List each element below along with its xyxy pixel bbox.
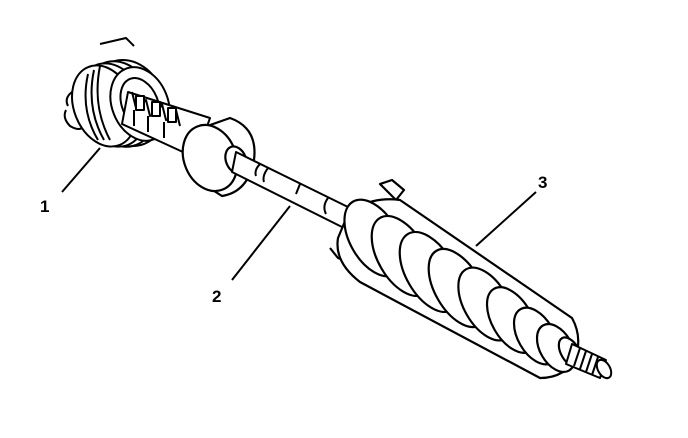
callout-3: 3 (538, 173, 547, 192)
leader-line-1 (61, 147, 101, 193)
callout-1: 1 (40, 197, 49, 216)
inner-tie-rod (231, 151, 351, 229)
boot-bellows (329, 178, 583, 380)
callout-2: 2 (212, 287, 221, 306)
leader-line-2 (231, 205, 291, 281)
leader-line-3 (475, 191, 537, 247)
threaded-stud (565, 343, 613, 380)
